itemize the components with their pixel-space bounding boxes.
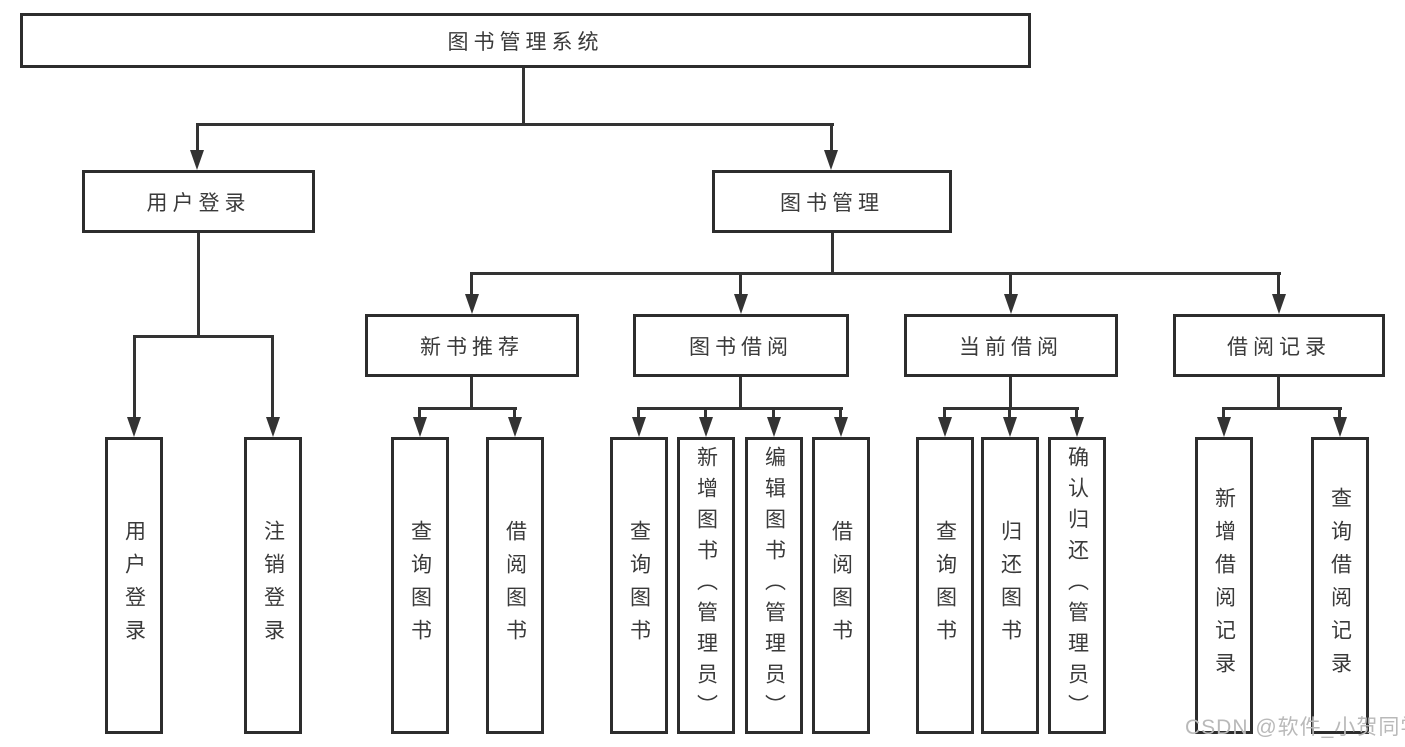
arrowhead-leaf-return-books <box>1003 417 1017 437</box>
edge-to-leaf-user-login <box>133 335 136 417</box>
edge-to-current-borrowing <box>1009 272 1012 295</box>
edge-to-book-borrowing <box>739 272 742 295</box>
arrowhead-leaf-edit-books <box>767 417 781 437</box>
node-leaf-query-books-2-label: 查询图书 <box>627 519 651 652</box>
edge-current-borrowing-stub <box>1009 377 1012 409</box>
edge-root-rail <box>196 123 834 126</box>
arrowhead-leaf-query-books-3 <box>938 417 952 437</box>
edge-root-to-user-login <box>196 123 199 151</box>
arrowhead-book-management <box>824 150 838 170</box>
node-current-borrowing: 当前借阅 <box>904 314 1118 377</box>
node-new-book-recommend: 新书推荐 <box>365 314 579 377</box>
node-leaf-return-books: 归还图书 <box>981 437 1039 734</box>
node-leaf-query-books-3: 查询图书 <box>916 437 974 734</box>
edge-borrowing-records-stub <box>1277 377 1280 409</box>
node-leaf-query-books-1-label: 查询图书 <box>408 519 432 652</box>
node-leaf-borrow-books-2: 借阅图书 <box>812 437 870 734</box>
node-user-login-label: 用户登录 <box>146 191 251 215</box>
edge-to-leaf-query-books-2 <box>637 407 640 418</box>
arrowhead-leaf-confirm-return <box>1070 417 1084 437</box>
arrowhead-leaf-add-borrow-record <box>1217 417 1231 437</box>
edge-to-leaf-confirm-return <box>1075 407 1078 418</box>
node-leaf-borrow-books-1-label: 借阅图书 <box>503 519 527 652</box>
edge-user-login-rail <box>133 335 274 338</box>
edge-to-new-book-recommend <box>470 272 473 295</box>
node-leaf-edit-books-admin-label: 编辑图书（管理员） <box>762 446 786 725</box>
node-borrowing-records-label: 借阅记录 <box>1227 335 1331 359</box>
node-leaf-query-books-1: 查询图书 <box>391 437 449 734</box>
edge-to-leaf-query-borrow-record <box>1338 407 1341 418</box>
arrowhead-leaf-query-books-1 <box>413 417 427 437</box>
node-book-management-label: 图书管理 <box>780 191 884 215</box>
edge-to-leaf-edit-books <box>772 407 775 418</box>
node-book-borrowing: 图书借阅 <box>633 314 849 377</box>
arrowhead-current-borrowing <box>1004 294 1018 314</box>
edge-borrowing-records-rail <box>1222 407 1342 410</box>
arrowhead-leaf-borrow-books-1 <box>508 417 522 437</box>
edge-to-leaf-borrow-books-2 <box>839 407 842 418</box>
node-leaf-confirm-return-admin: 确认归还（管理员） <box>1048 437 1106 734</box>
node-leaf-query-books-3-label: 查询图书 <box>933 519 957 652</box>
edge-book-borrowing-stub <box>739 377 742 409</box>
node-leaf-confirm-return-admin-label: 确认归还（管理员） <box>1065 446 1089 725</box>
node-book-management: 图书管理 <box>712 170 952 233</box>
arrowhead-new-book-recommend <box>465 294 479 314</box>
node-leaf-query-borrow-record: 查询借阅记录 <box>1311 437 1369 734</box>
arrowhead-borrowing-records <box>1272 294 1286 314</box>
node-borrowing-records: 借阅记录 <box>1173 314 1385 377</box>
arrowhead-leaf-user-login <box>127 417 141 437</box>
node-leaf-borrow-books-1: 借阅图书 <box>486 437 544 734</box>
node-leaf-return-books-label: 归还图书 <box>998 519 1022 652</box>
arrowhead-book-borrowing <box>734 294 748 314</box>
arrowhead-leaf-add-books <box>699 417 713 437</box>
edge-book-management-rail <box>470 272 1281 275</box>
node-book-borrowing-label: 图书借阅 <box>689 335 793 359</box>
edge-new-book-recommend-stub <box>470 377 473 409</box>
edge-book-management-stub <box>831 233 834 273</box>
node-user-login: 用户登录 <box>82 170 315 233</box>
node-leaf-logout: 注销登录 <box>244 437 302 734</box>
edge-to-leaf-query-books-3 <box>943 407 946 418</box>
node-leaf-add-borrow-record: 新增借阅记录 <box>1195 437 1253 734</box>
edge-book-borrowing-rail <box>637 407 843 410</box>
edge-to-leaf-add-books <box>704 407 707 418</box>
arrowhead-user-login <box>190 150 204 170</box>
node-leaf-borrow-books-2-label: 借阅图书 <box>829 519 853 652</box>
edge-to-leaf-borrow-books-1 <box>513 407 516 418</box>
arrowhead-leaf-query-borrow-record <box>1333 417 1347 437</box>
edge-current-borrowing-rail <box>943 407 1079 410</box>
csdn-watermark: CSDN @软件_小贺同学 <box>1185 716 1405 739</box>
node-leaf-add-borrow-record-label: 新增借阅记录 <box>1212 486 1236 685</box>
node-leaf-user-login: 用户登录 <box>105 437 163 734</box>
node-leaf-user-login-label: 用户登录 <box>122 519 146 652</box>
arrowhead-leaf-logout <box>266 417 280 437</box>
node-leaf-add-books-admin: 新增图书（管理员） <box>677 437 735 734</box>
node-leaf-query-borrow-record-label: 查询借阅记录 <box>1328 486 1352 685</box>
edge-user-login-stub <box>197 233 200 336</box>
edge-new-book-recommend-rail <box>418 407 517 410</box>
edge-root-stub <box>522 68 525 126</box>
edge-to-leaf-return-books <box>1008 407 1011 418</box>
node-leaf-query-books-2: 查询图书 <box>610 437 668 734</box>
node-leaf-logout-label: 注销登录 <box>261 519 285 652</box>
edge-to-leaf-add-borrow-record <box>1222 407 1225 418</box>
arrowhead-leaf-query-books-2 <box>632 417 646 437</box>
node-root: 图书管理系统 <box>20 13 1031 68</box>
node-leaf-add-books-admin-label: 新增图书（管理员） <box>694 446 718 725</box>
edge-to-leaf-logout <box>271 335 274 417</box>
edge-to-leaf-query-books-1 <box>418 407 421 418</box>
node-leaf-edit-books-admin: 编辑图书（管理员） <box>745 437 803 734</box>
edge-root-to-book-management <box>830 123 833 151</box>
arrowhead-leaf-borrow-books-2 <box>834 417 848 437</box>
node-root-label: 图书管理系统 <box>447 30 604 54</box>
node-current-borrowing-label: 当前借阅 <box>959 335 1063 359</box>
edge-to-borrowing-records <box>1277 272 1280 295</box>
node-new-book-recommend-label: 新书推荐 <box>420 335 524 359</box>
